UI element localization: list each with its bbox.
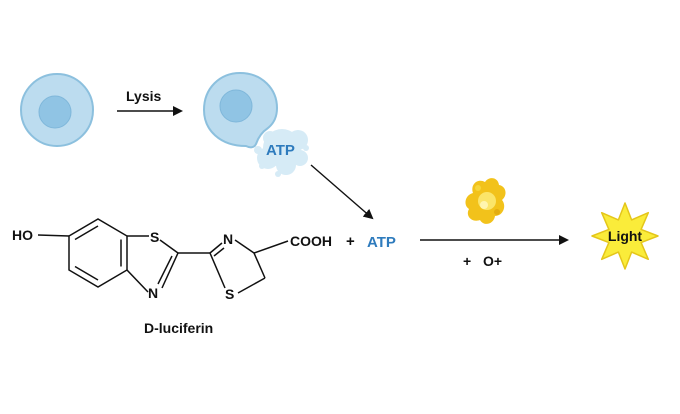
luciferase-enzyme-icon [465,178,506,224]
hydroxyl-label: HO [12,227,33,243]
plus-sign-atp: + [346,233,355,250]
oxygen-label: O+ [483,253,502,269]
carboxyl-label: COOH [290,233,332,249]
atp-reactant-label: ATP [367,234,396,251]
thiazoline-sulfur-label: S [225,286,234,302]
lysed-cell-icon [202,71,279,149]
atp-splash-icon [254,129,309,177]
thiazoline-nitrogen-label: N [223,231,233,247]
atp-released-label: ATP [266,142,295,159]
luciferin-label: D-luciferin [144,320,213,336]
thiazole-nitrogen-label: N [148,285,158,301]
light-label: Light [608,228,643,244]
cell-icon [20,73,94,147]
lysis-label: Lysis [126,88,161,104]
plus-sign-oxygen: + [463,253,471,269]
atp-diagonal-arrow [310,164,374,220]
luciferin-structure [37,218,289,294]
thiazole-sulfur-label: S [150,229,159,245]
starburst-icon [591,202,659,270]
